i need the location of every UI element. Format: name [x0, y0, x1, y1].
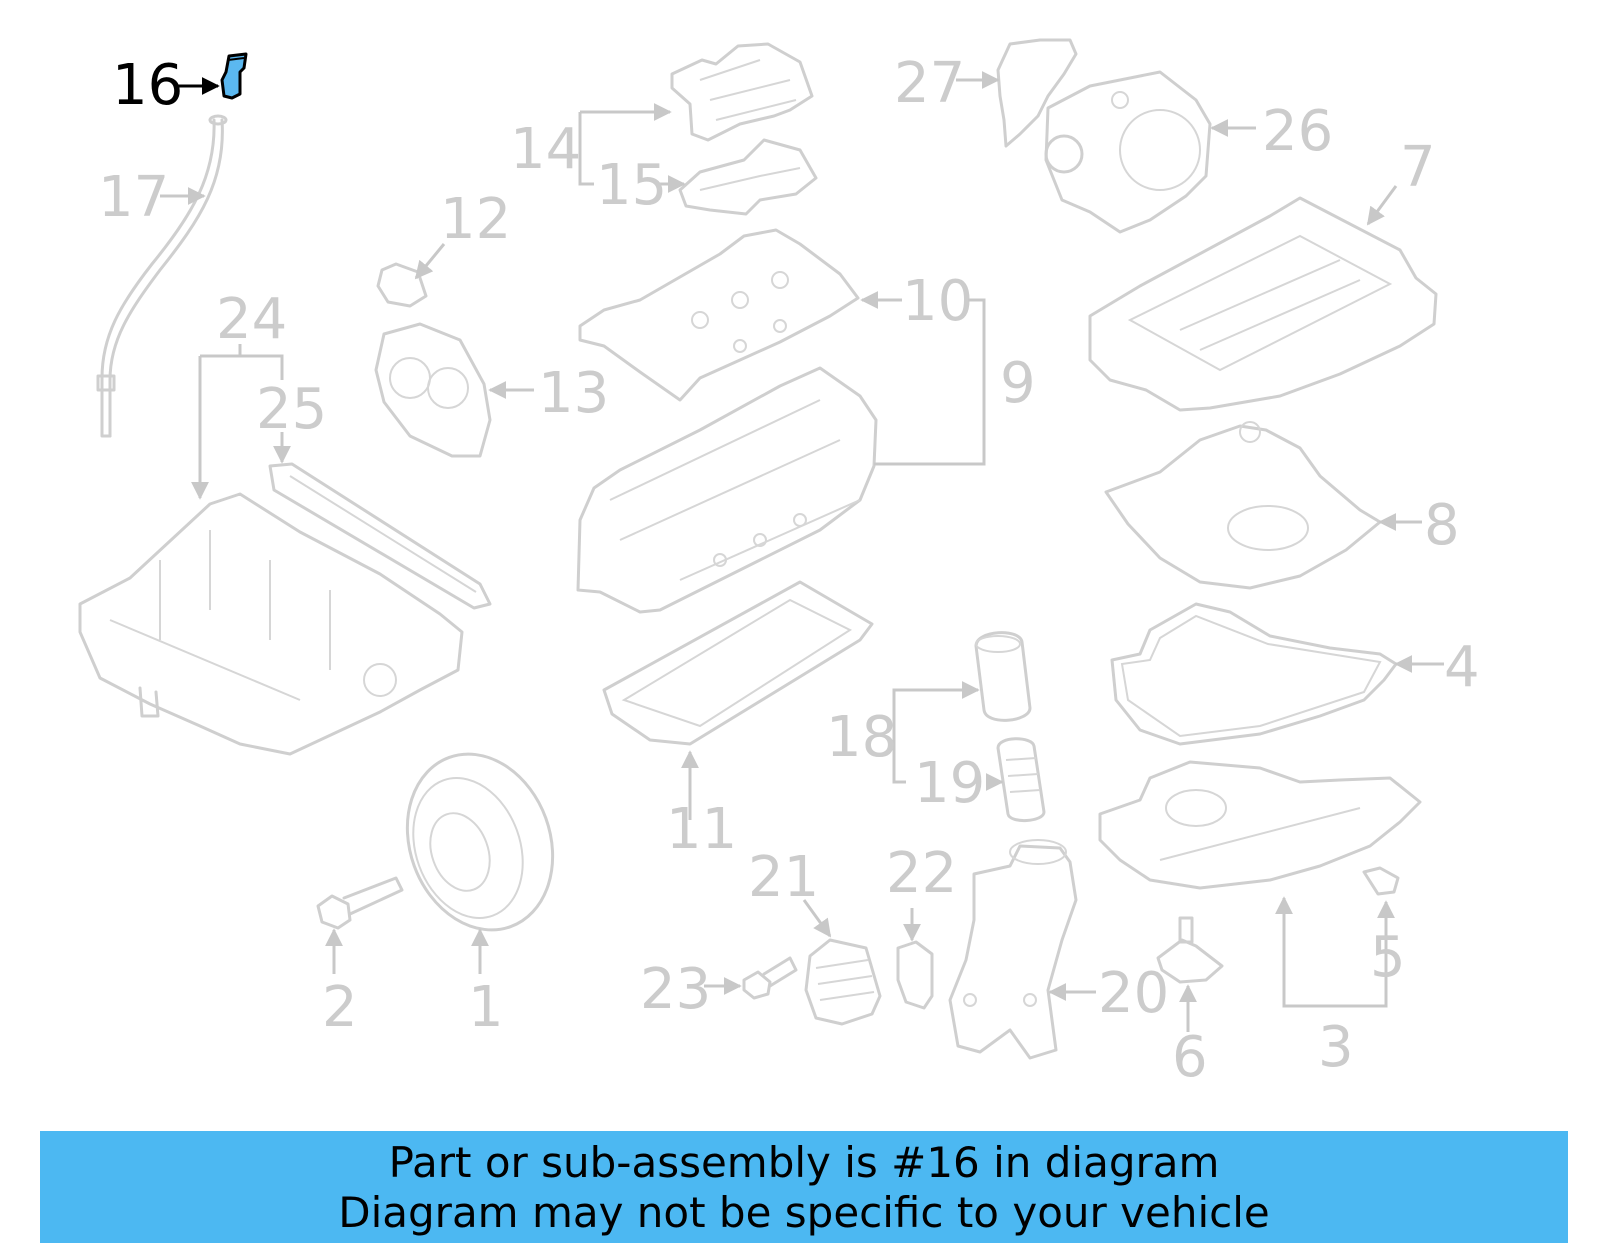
part-5-drain-plug	[1362, 866, 1400, 896]
callout-24: 24	[216, 287, 287, 352]
part-1-pulley	[405, 752, 555, 932]
part-20-filter-housing	[948, 839, 1078, 1060]
part-26-pump	[1044, 70, 1212, 234]
callout-7: 7	[1400, 135, 1436, 200]
callout-19: 19	[914, 751, 985, 816]
callout-13: 13	[538, 361, 609, 426]
part-3-lower-oil-pan	[1098, 760, 1422, 890]
callout-15: 15	[596, 153, 667, 218]
part-27-gasket	[996, 38, 1078, 148]
callout-22: 22	[886, 841, 957, 906]
callout-3: 3	[1318, 1015, 1354, 1080]
banner-line-part-number: Part or sub-assembly is #16 in diagram	[388, 1138, 1220, 1187]
callout-21: 21	[748, 845, 819, 910]
callout-26: 26	[1262, 99, 1333, 164]
part-14-cover	[670, 42, 814, 142]
part-22-cooler-gasket	[896, 940, 934, 1010]
part-2-pulley-bolt	[316, 876, 404, 930]
callout-4: 4	[1444, 635, 1480, 700]
part-7-upper-oil-pan	[1088, 196, 1438, 412]
callout-9: 9	[1000, 351, 1036, 416]
part-21-oil-cooler	[804, 938, 882, 1026]
callout-20: 20	[1098, 961, 1169, 1026]
part-11-gasket	[602, 580, 874, 746]
callout-18: 18	[826, 705, 897, 770]
part-24-intake-manifold	[78, 492, 464, 756]
callout-14: 14	[510, 117, 581, 182]
part-19-filter-element	[996, 737, 1046, 822]
callout-2: 2	[322, 975, 358, 1040]
info-banner: Part or sub-assembly is #16 in diagram D…	[40, 1131, 1568, 1243]
part-8-baffle	[1104, 421, 1382, 590]
callout-25: 25	[256, 377, 327, 442]
callout-1: 1	[468, 975, 504, 1040]
part-12-cap	[376, 262, 428, 308]
callout-23: 23	[640, 957, 711, 1022]
callout-6: 6	[1172, 1025, 1208, 1090]
callout-10: 10	[902, 269, 973, 334]
part-6-oil-level-sensor	[1156, 916, 1224, 984]
part-25-manifold-gasket	[268, 462, 492, 610]
part-17-dipstick-tube	[96, 114, 228, 438]
part-9-cylinder-head	[576, 366, 878, 614]
callout-17: 17	[98, 165, 169, 230]
parts-diagram: 16 17 14 15 27 26 12	[78, 38, 1480, 1090]
callout-16: 16	[112, 53, 183, 118]
part-18-oil-filter	[974, 631, 1032, 722]
banner-line-disclaimer: Diagram may not be specific to your vehi…	[338, 1188, 1270, 1237]
part-15-gasket	[678, 138, 818, 216]
callout-5: 5	[1370, 925, 1406, 990]
part-16-dipstick-cap[interactable]	[220, 52, 248, 100]
part-10-valve-cover	[578, 228, 860, 402]
callout-8: 8	[1424, 493, 1460, 558]
part-13-timing-cover	[374, 322, 492, 458]
callout-11: 11	[666, 797, 737, 862]
part-23-bolt	[742, 956, 798, 1000]
part-4-pan-gasket	[1110, 602, 1398, 746]
callout-12: 12	[440, 187, 511, 252]
callout-27: 27	[894, 51, 965, 116]
